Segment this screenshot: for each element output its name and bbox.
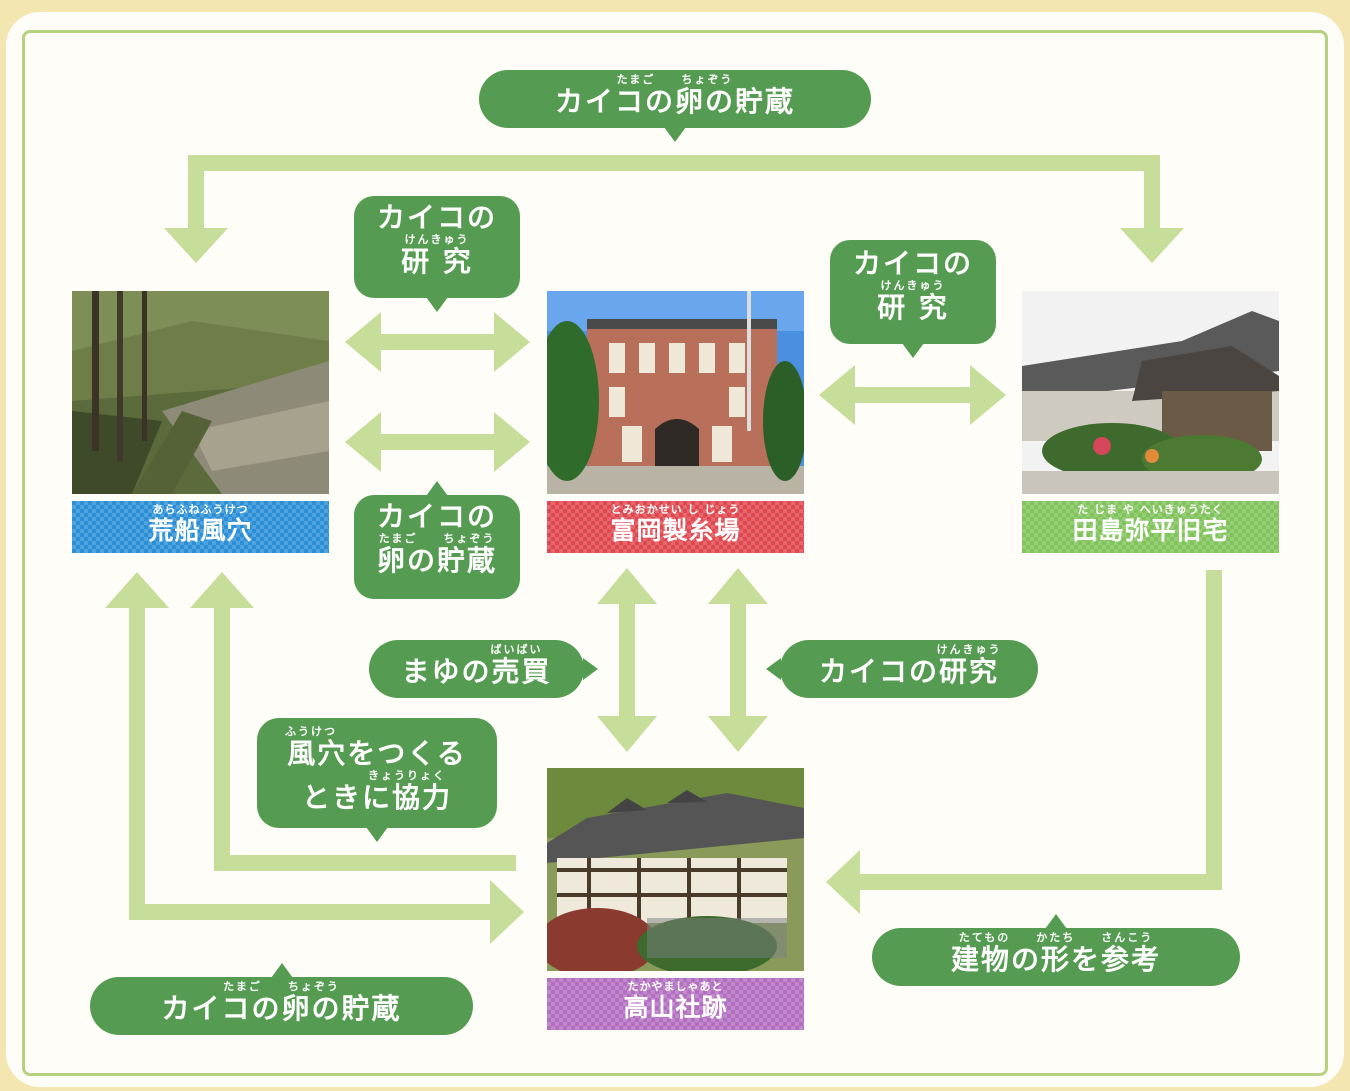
- bottom-egg-ruby: たまご ちょぞう: [223, 980, 340, 993]
- bubble-silkworm-research: けんきゅう カイコの研究: [766, 640, 1038, 698]
- top-left-stem: [188, 155, 204, 230]
- site-label-takayama: たかやましゃあと 高山社跡: [547, 978, 804, 1030]
- top-connector-bar: [188, 155, 1160, 171]
- arrow-head-up-arafune-inner: [190, 572, 254, 608]
- photo-takayama: [547, 768, 804, 971]
- tajima-name: 田島弥平旧宅: [1072, 516, 1229, 545]
- site-label-tajima: た じま や へいきゅうたく 田島弥平旧宅: [1022, 501, 1279, 553]
- photo-tomioka: [547, 291, 804, 494]
- arrow-head-up-arafune-outer: [105, 572, 169, 608]
- tt-research-line2: 研 究: [877, 291, 949, 324]
- research-line1: カイコの: [376, 201, 497, 234]
- arafune-ruby: あらふねふうけつ: [152, 503, 249, 516]
- bubble-building-reference: たてもの かたち さんこう 建物の形を参考: [872, 914, 1240, 986]
- arafune-name: 荒船風穴: [148, 516, 253, 545]
- arrow-arafune-tomioka-lower: [378, 434, 498, 450]
- fuketsu-ruby1: ふうけつ: [285, 725, 337, 738]
- top-right-stem: [1144, 155, 1160, 230]
- research-ruby: けんきゅう: [404, 233, 470, 246]
- photo-tajima: [1022, 291, 1279, 494]
- bubble-tail: [664, 127, 686, 142]
- arrow-head-down-tajima: [1120, 228, 1184, 263]
- silkworm-text: カイコの研究: [818, 655, 999, 688]
- egg-ruby: たまご ちょぞう: [378, 532, 496, 545]
- trade-ruby: ばいばい: [490, 643, 543, 656]
- arrow-head-down-left: [597, 716, 657, 752]
- tt-research-line1: カイコの: [852, 247, 973, 280]
- arrow-tomioka-tajima: [852, 387, 974, 403]
- tomioka-ruby: とみおかせい し じょう: [610, 503, 741, 516]
- tt-research-ruby: けんきゅう: [880, 279, 946, 292]
- arrow-arafune-tomioka-upper: [378, 334, 498, 350]
- loop-outer-horizontal: [129, 904, 493, 920]
- loop-outer-vertical: [129, 600, 145, 920]
- building-ruby: たてもの かたち さんこう: [958, 931, 1154, 944]
- arrow-head-right-takayama: [490, 880, 524, 944]
- fuketsu-ruby2: きょうりょく: [368, 769, 446, 782]
- arrow-head-left-takayama: [826, 850, 860, 914]
- silkworm-ruby: けんきゅう: [936, 643, 1002, 656]
- bubble-tail: [583, 658, 598, 680]
- diagram-frame: [22, 30, 1328, 1076]
- arrow-head-right-upper: [494, 312, 530, 372]
- takayama-name: 高山社跡: [623, 993, 728, 1022]
- arrow-tomioka-takayama-left: [619, 600, 635, 720]
- bubble-bottom-egg-storage: たまご ちょぞう カイコの卵の貯蔵: [90, 963, 473, 1035]
- fuketsu-line2: ときに協力: [301, 781, 452, 814]
- loop-inner-vertical: [214, 600, 230, 871]
- egg-line1: カイコの: [376, 500, 497, 533]
- egg-line2: 卵の貯蔵: [376, 544, 497, 577]
- bottom-egg-text: カイコの卵の貯蔵: [161, 992, 402, 1025]
- takayama-ruby: たかやましゃあと: [627, 980, 724, 993]
- research-line2: 研 究: [401, 245, 473, 278]
- bubble-tail: [902, 343, 924, 358]
- bubble-tail: [766, 658, 781, 680]
- photo-arafune: [72, 291, 329, 494]
- top-egg-text: カイコの卵の貯蔵: [554, 85, 795, 118]
- tajima-ruby: た じま や へいきゅうたく: [1077, 503, 1224, 516]
- arrow-head-up-left: [597, 568, 657, 604]
- bubble-tail: [270, 963, 293, 978]
- bubble-tail: [426, 297, 448, 312]
- site-label-arafune: あらふねふうけつ 荒船風穴: [72, 501, 329, 553]
- bubble-tail: [366, 827, 388, 842]
- trade-text: まゆの売買: [401, 655, 552, 688]
- bubble-tail: [1045, 914, 1067, 929]
- top-egg-ruby: たまご ちょぞう: [616, 73, 734, 86]
- arrow-head-right-lower: [494, 412, 530, 472]
- arrow-head-down-right: [708, 716, 768, 752]
- bubble-arafune-tomioka-research: カイコの けんきゅう 研 究: [354, 196, 520, 312]
- arrow-tomioka-takayama-right: [730, 600, 746, 720]
- building-text: 建物の形を参考: [950, 943, 1161, 976]
- fuketsu-line1: 風穴をつくる: [287, 737, 467, 770]
- bubble-top-egg-storage: たまご ちょぞう カイコの卵の貯蔵: [479, 70, 871, 142]
- tajima-down-stem: [1206, 570, 1222, 890]
- bubble-cocoon-trade: ばいばい まゆの売買: [369, 640, 598, 698]
- arrow-head-right-tajima: [970, 365, 1006, 425]
- arrow-head-left-lower: [345, 412, 381, 472]
- bubble-tomioka-tajima-research: カイコの けんきゅう 研 究: [830, 240, 996, 358]
- arrow-head-left-upper: [345, 312, 381, 372]
- tajima-left-bar: [858, 874, 1222, 890]
- arrow-head-down-arafune: [164, 228, 228, 263]
- bubble-fuketsu-cooperation: ふうけつ 風穴をつくる きょうりょく ときに協力: [257, 718, 497, 842]
- arrow-head-left-tajima: [819, 365, 855, 425]
- arrow-head-up-right: [708, 568, 768, 604]
- tomioka-name: 富岡製糸場: [610, 516, 741, 545]
- site-label-tomioka: とみおかせい し じょう 富岡製糸場: [547, 501, 804, 553]
- loop-inner-horizontal: [214, 855, 516, 871]
- bubble-arafune-tomioka-egg: カイコの たまご ちょぞう 卵の貯蔵: [354, 481, 520, 599]
- bubble-tail: [426, 481, 448, 496]
